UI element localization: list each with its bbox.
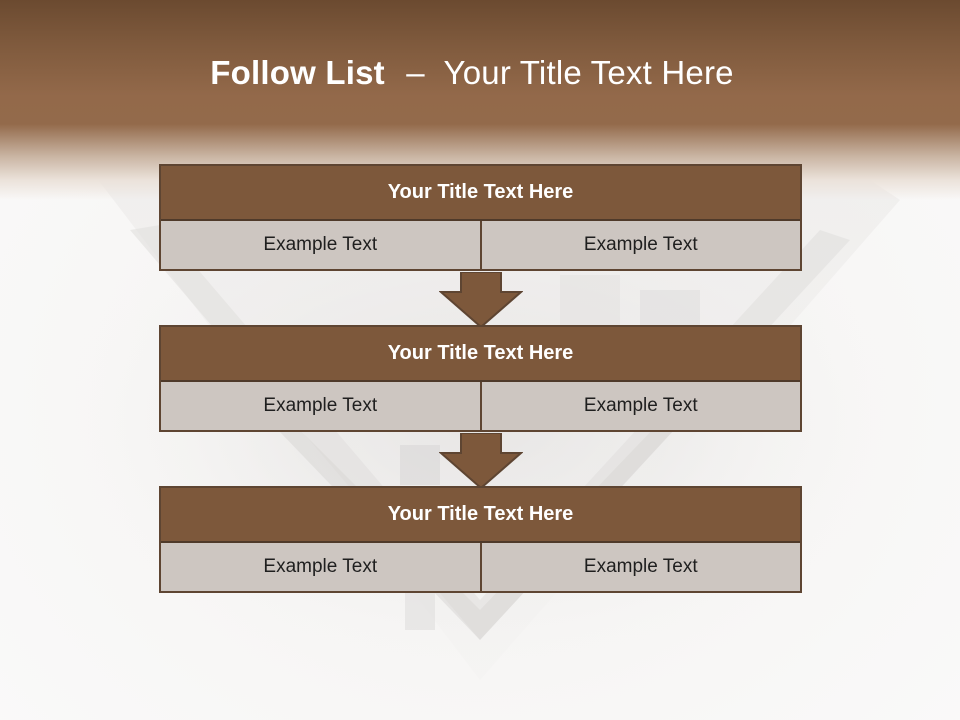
step-box-2: Your Title Text Here Example Text Exampl… bbox=[159, 325, 802, 432]
step-title: Your Title Text Here bbox=[161, 166, 800, 221]
step-box-1: Your Title Text Here Example Text Exampl… bbox=[159, 164, 802, 271]
step-row: Example Text Example Text bbox=[161, 221, 800, 269]
step-cell-left: Example Text bbox=[161, 543, 480, 591]
step-cell-right: Example Text bbox=[479, 221, 800, 269]
slide-title-rest: Your Title Text Here bbox=[443, 54, 734, 91]
step-box-3: Your Title Text Here Example Text Exampl… bbox=[159, 486, 802, 593]
down-arrow-icon bbox=[439, 272, 523, 328]
step-title: Your Title Text Here bbox=[161, 327, 800, 382]
slide-title-bold: Follow List bbox=[210, 54, 385, 91]
step-row: Example Text Example Text bbox=[161, 382, 800, 430]
step-cell-right: Example Text bbox=[479, 382, 800, 430]
step-cell-right: Example Text bbox=[479, 543, 800, 591]
slide-title-separator: – bbox=[406, 54, 425, 91]
slide-title: Follow List – Your Title Text Here bbox=[0, 54, 944, 92]
step-title: Your Title Text Here bbox=[161, 488, 800, 543]
step-cell-left: Example Text bbox=[161, 221, 480, 269]
down-arrow-icon bbox=[439, 433, 523, 489]
step-row: Example Text Example Text bbox=[161, 543, 800, 591]
step-cell-left: Example Text bbox=[161, 382, 480, 430]
